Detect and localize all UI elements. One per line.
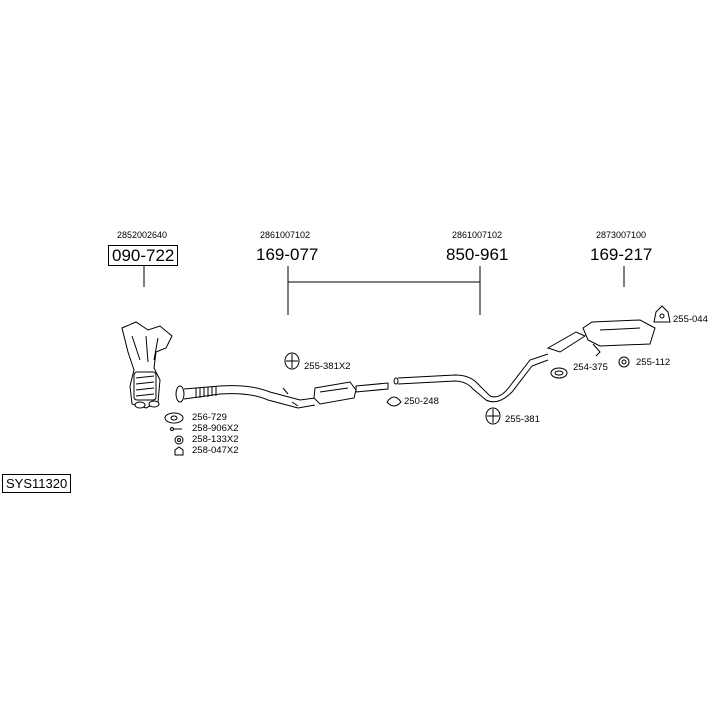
gasket-256-729-icon	[164, 412, 184, 424]
fitting-label-255-381x2[interactable]: 255-381X2	[304, 361, 351, 372]
rear-silencer	[546, 319, 656, 357]
bolt-258-906-icon	[170, 427, 182, 431]
rubber-ring-255-112-icon	[618, 356, 630, 368]
fitting-label-258-047x2[interactable]: 258-047X2	[192, 445, 239, 456]
oem-number-2: 2861007102	[260, 230, 311, 240]
part-number-090-722[interactable]: 090-722	[108, 245, 179, 266]
system-code-label: SYS11320	[2, 474, 72, 493]
fitting-label-250-248[interactable]: 250-248	[404, 396, 439, 407]
fitting-label-255-112[interactable]: 255-112	[636, 357, 671, 368]
fitting-label-258-906x2[interactable]: 258-906X2	[192, 423, 239, 434]
fitting-label-254-375[interactable]: 254-375	[573, 362, 608, 373]
fitting-label-258-133x2[interactable]: 258-133X2	[192, 434, 239, 445]
oem-number-1: 2852002640	[117, 230, 168, 240]
oem-number-3: 2861007102	[452, 230, 503, 240]
clamp-254-375-icon	[550, 367, 568, 379]
clamp-250-248-icon	[386, 396, 402, 407]
washer-258-133-icon	[174, 435, 184, 445]
manifold-catalyst	[121, 321, 173, 409]
hanger-255-044-icon	[653, 305, 671, 323]
fitting-label-255-381[interactable]: 255-381	[505, 414, 540, 425]
fitting-label-256-729[interactable]: 256-729	[192, 412, 227, 423]
middle-silencer	[313, 381, 389, 405]
front-pipe	[175, 385, 316, 409]
rubber-mount-255-381x2-icon	[284, 352, 300, 370]
intermediate-pipe	[393, 353, 549, 403]
part-number-850-961[interactable]: 850-961	[446, 245, 509, 264]
nut-258-047-icon	[174, 446, 184, 456]
oem-number-4: 2873007100	[596, 230, 647, 240]
fitting-label-255-044[interactable]: 255-044	[673, 314, 708, 325]
part-number-169-077[interactable]: 169-077	[256, 245, 319, 264]
part-number-169-217[interactable]: 169-217	[590, 245, 653, 264]
rubber-mount-255-381-icon	[485, 407, 501, 425]
